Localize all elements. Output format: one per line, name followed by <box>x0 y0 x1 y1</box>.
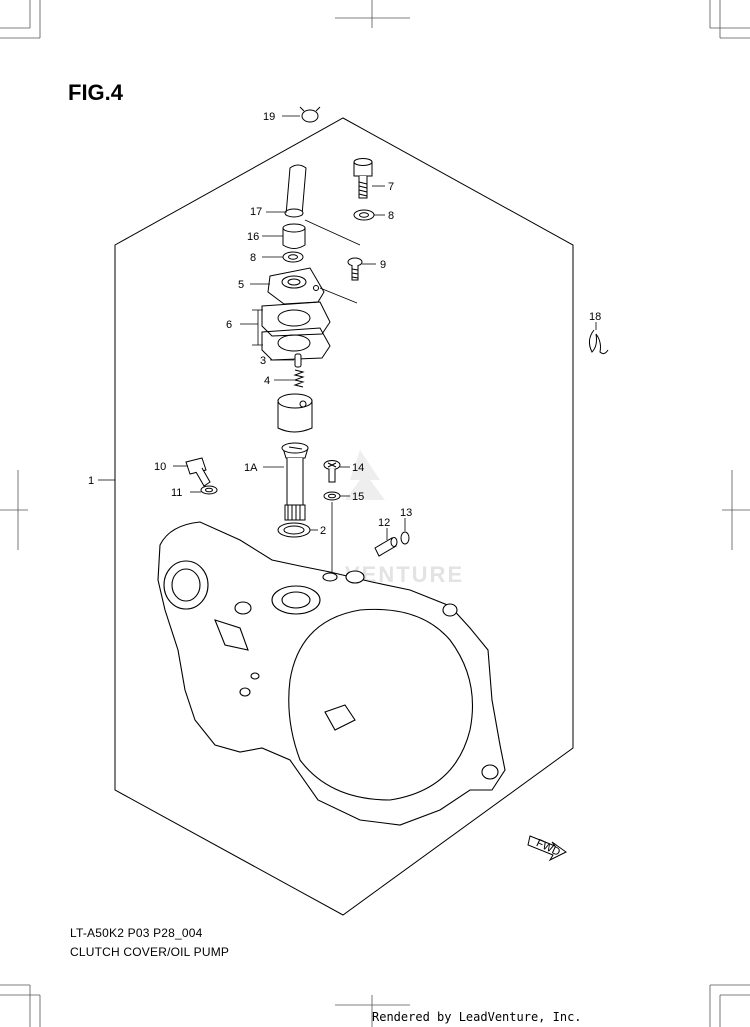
part-6-gaskets <box>261 301 331 361</box>
part-16-union <box>282 223 306 249</box>
watermark: VENTURE <box>345 450 462 587</box>
part-1-clutch-cover <box>157 521 506 826</box>
callout-14: 14 <box>352 462 364 474</box>
callout-13: 13 <box>400 507 412 519</box>
callout-1a: 1A <box>244 462 258 474</box>
callout-5: 5 <box>238 279 244 291</box>
part-18-clip <box>588 329 609 355</box>
part-4-spring <box>293 369 305 388</box>
part-15-washer <box>323 491 341 501</box>
rendered-by-footer: Rendered by LeadVenture, Inc. <box>372 1010 582 1024</box>
part-8-washer-upper <box>353 209 375 221</box>
model-code: LT-A50K2 P03 P28_004 <box>70 926 203 940</box>
callout-8-lower: 8 <box>250 252 256 264</box>
part-10-bolt <box>185 457 211 487</box>
callout-2: 2 <box>320 525 326 537</box>
part-5-pump-cover <box>267 267 325 305</box>
leader-lines <box>98 115 597 572</box>
callout-4: 4 <box>264 375 270 387</box>
part-11-washer <box>200 485 218 495</box>
callout-17: 17 <box>250 206 262 218</box>
figure-title: FIG.4 <box>68 80 124 105</box>
part-rotor <box>277 393 313 433</box>
callout-11: 11 <box>171 487 182 499</box>
callout-19: 19 <box>263 111 275 123</box>
part-12-pin <box>374 537 398 557</box>
callout-3: 3 <box>260 355 266 367</box>
callout-6: 6 <box>226 319 232 331</box>
callout-labels: 19 7 8 17 16 8 9 5 6 3 4 1 1A 10 11 14 1… <box>88 111 601 537</box>
part-19-clip <box>299 106 321 123</box>
figure-caption: CLUTCH COVER/OIL PUMP <box>70 945 230 959</box>
callout-7: 7 <box>388 181 394 193</box>
part-14-screw <box>323 460 341 483</box>
callout-18: 18 <box>589 311 601 323</box>
svg-text:FWD: FWD <box>534 837 562 858</box>
callout-15: 15 <box>352 491 364 503</box>
callout-16: 16 <box>247 231 259 243</box>
assembly-outline <box>114 117 574 916</box>
part-13-oring <box>400 531 410 545</box>
part-7-bolt <box>353 158 373 199</box>
callout-1: 1 <box>88 475 94 487</box>
part-3-pin <box>294 353 302 368</box>
callout-8-upper: 8 <box>388 210 394 222</box>
part-1a-shaft <box>281 442 309 521</box>
part-2-oring <box>277 522 311 538</box>
callout-10: 10 <box>154 461 166 473</box>
fwd-arrow-icon: FWD <box>527 835 567 862</box>
callout-9: 9 <box>380 259 386 271</box>
part-9-screw <box>347 257 363 281</box>
part-8-washer-lower <box>282 251 304 263</box>
part-17-hose <box>284 164 307 218</box>
callout-12: 12 <box>378 517 390 529</box>
